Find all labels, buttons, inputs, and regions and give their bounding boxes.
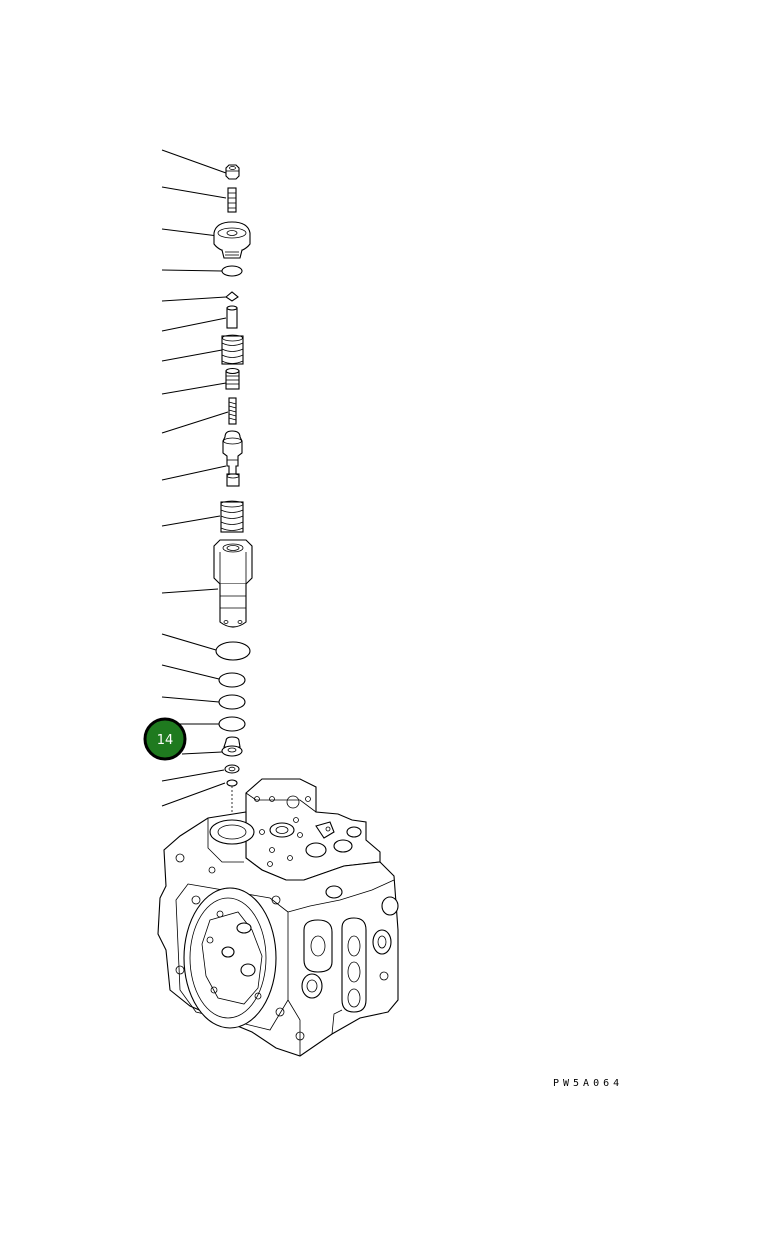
spring (221, 334, 244, 365)
o-ring (215, 641, 251, 661)
callout-number: 14 (157, 733, 174, 748)
leader-line (161, 465, 227, 481)
o-ring (221, 265, 243, 277)
o-ring (218, 694, 246, 710)
leader-line (161, 382, 227, 395)
leader-line (161, 633, 217, 651)
leader-line (161, 269, 223, 272)
small-spring (228, 397, 237, 425)
callout-badge[interactable]: 14 (143, 717, 187, 761)
spring-seat (225, 367, 240, 390)
spring (220, 500, 244, 533)
callout-circle[interactable] (143, 717, 187, 761)
adjusting-screw (227, 187, 237, 213)
leader-line (161, 349, 223, 362)
leader-line (161, 411, 229, 434)
orifice-plug (221, 736, 243, 757)
washer (224, 764, 240, 774)
leader-line (181, 751, 223, 755)
pin (226, 305, 238, 329)
leader-line (161, 149, 227, 174)
leader-lines (161, 149, 229, 807)
backup-ring (218, 672, 246, 688)
o-ring (226, 779, 238, 787)
hex-nut (225, 164, 240, 180)
leader-line (161, 782, 226, 807)
leader-line (161, 186, 227, 199)
valve-housing (213, 539, 253, 628)
leader-line (161, 515, 221, 527)
leader-line (161, 296, 227, 302)
backup-ring (218, 716, 246, 732)
plug-cap (213, 221, 251, 259)
leader-line (161, 317, 227, 332)
pump-body (157, 778, 399, 1057)
parts-stack (213, 164, 253, 872)
leader-line (161, 769, 225, 782)
leader-line (161, 228, 219, 237)
leader-line (161, 588, 219, 594)
poppet-valve (222, 430, 243, 487)
leader-line (161, 696, 220, 703)
drawing-code: PW5A064 (553, 1078, 623, 1089)
ball (225, 291, 239, 302)
leader-line (161, 664, 220, 680)
